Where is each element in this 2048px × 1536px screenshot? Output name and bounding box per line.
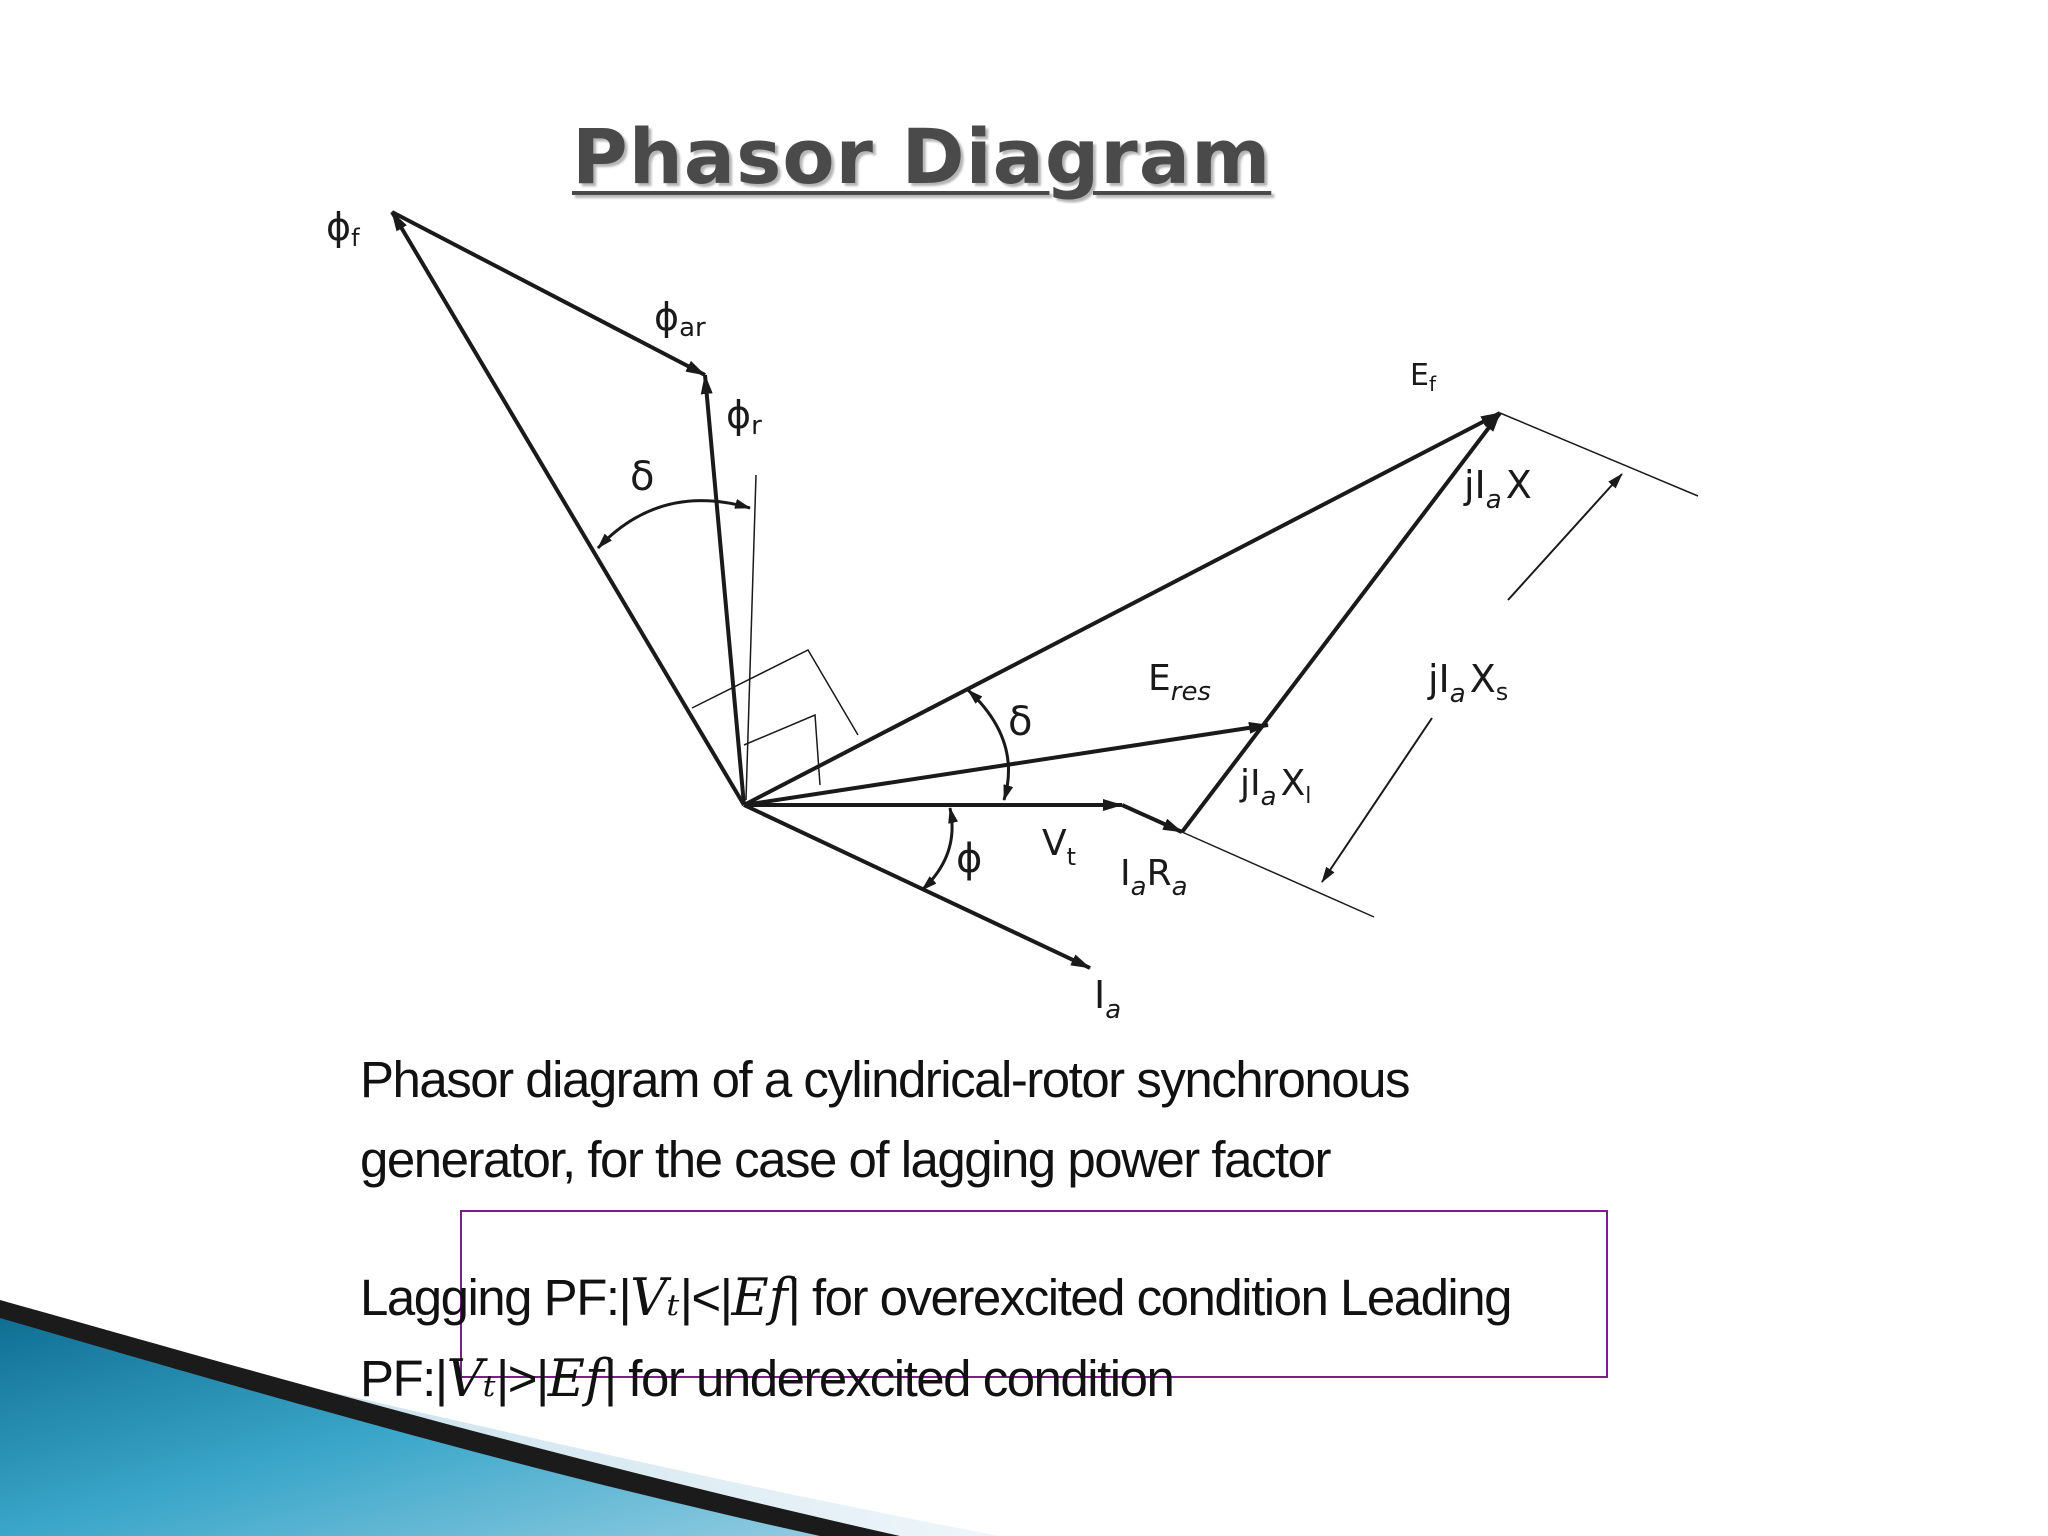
dimension-arrow-lower (1321, 717, 1433, 883)
highlight-box (460, 1210, 1608, 1378)
label-v-t: Vt (1042, 823, 1076, 871)
j-ia-xs-phasor (1180, 411, 1502, 834)
pf-line-1-prefix: Lagging PF:| (360, 1269, 632, 1326)
right-angle-box-small (743, 713, 821, 786)
swoosh-blue-band (0, 1318, 820, 1536)
pf-line-1-compare: |<| (679, 1269, 733, 1326)
pf-line-1-vt: Vₜ (630, 1269, 680, 1328)
e-f-phasor (743, 411, 1501, 807)
label-phi-f: ϕf (326, 205, 360, 252)
dimension-extension-lower (1181, 831, 1375, 918)
i-a-phasor (743, 803, 1091, 970)
diagram-caption: Phasor diagram of a cylindrical-rotor sy… (360, 1040, 1660, 1200)
pf-line-2-suffix: | for underexcited condition (603, 1350, 1175, 1407)
pf-line-2-compare: |>| (496, 1350, 549, 1407)
power-factor-text: Lagging PF:|Vₜ|<|E𝑓| for overexcited con… (360, 1258, 1720, 1420)
delta-arc-upper (596, 499, 751, 550)
pf-line-2-vt: Vₜ (446, 1350, 496, 1409)
pf-line-1-ef: E𝑓 (731, 1269, 788, 1328)
phi-f-phasor (390, 210, 746, 807)
pf-line-1-suffix: | for overexcited condition Leading (787, 1269, 1513, 1326)
phi-arc (920, 807, 959, 892)
caption-line-2: generator, for the case of lagging power… (360, 1131, 1331, 1188)
caption-line-1: Phasor diagram of a cylindrical-rotor sy… (360, 1051, 1411, 1108)
delta-arc-lower (966, 688, 1014, 801)
label-ia-ra: IaRa (1120, 853, 1188, 902)
phi-r-phasor (700, 374, 746, 806)
reference-line (745, 474, 757, 801)
phi-ar-phasor (391, 210, 706, 377)
pf-line-2-prefix: PF:| (360, 1350, 448, 1407)
dimension-arrow-upper (1507, 473, 1623, 601)
right-angle-box-large (691, 649, 859, 736)
ia-ra-phasor (1121, 803, 1183, 834)
label-delta-upper: δ (630, 454, 654, 500)
pf-line-2: PF:|Vₜ|>|E𝑓| for underexcited condition (360, 1339, 1720, 1420)
label-phi-r: ϕr (726, 393, 762, 441)
label-i-a: Ia (1094, 973, 1121, 1025)
pf-line-1: Lagging PF:|Vₜ|<|E𝑓| for overexcited con… (360, 1258, 1720, 1339)
pf-line-2-ef: E𝑓 (547, 1350, 604, 1409)
slide-title: Phasor Diagram (572, 112, 1272, 201)
label-phi-angle: ϕ (956, 836, 982, 882)
label-e-f: Ef (1410, 358, 1437, 396)
dimension-extension-upper (1499, 412, 1699, 497)
label-e-res: Eres (1148, 658, 1211, 707)
label-delta-lower: δ (1008, 699, 1032, 745)
label-phi-ar: ϕar (654, 295, 706, 343)
